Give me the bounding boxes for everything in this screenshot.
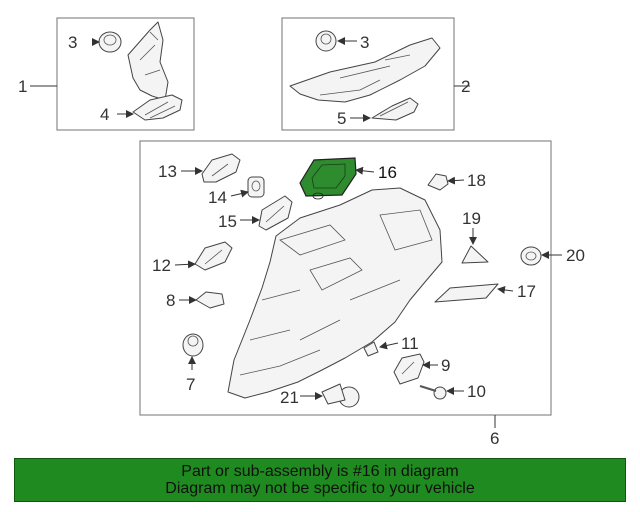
part-7-grommet [182,333,204,357]
part-6-quarter-trim-panel [227,187,443,399]
part-16-shape [299,157,357,197]
callout-1: 1 [18,77,27,96]
part-18-clip [427,173,449,191]
part-17-panel [434,283,499,303]
part-2-upper-trim-panel [289,37,441,103]
notice-banner: Part or sub-assembly is #16 in diagram D… [14,458,626,502]
callout-14: 14 [208,188,227,207]
assembly-box-6 [139,140,552,416]
part-19-cover [461,245,489,264]
part-3-grommet-right [315,30,337,52]
part-15-bezel [258,195,293,231]
callout-20: 20 [566,246,585,265]
callout-12: 12 [152,256,171,275]
part-14-switch [247,176,265,198]
callout-13: 13 [158,162,177,181]
part-13-vent-cover [201,153,241,183]
part-20-cap [520,246,542,266]
callout-9: 9 [441,356,450,375]
banner-line-2: Diagram may not be specific to your vehi… [165,480,475,497]
callout-5: 5 [337,109,346,128]
callout-labels: 3 1 4 3 2 5 16 13 14 15 12 8 7 18 19 20 … [18,33,585,448]
part-3-grommet-left [98,31,122,53]
banner-line-1: Part or sub-assembly is #16 in diagram [181,463,459,480]
callout-11: 11 [401,334,419,353]
part-1-bracket [127,21,169,101]
part-10-bolt [419,385,447,400]
callout-19: 19 [462,209,481,228]
subassembly-box-2 [281,17,455,131]
callout-6: 6 [490,429,499,448]
callout-18: 18 [467,171,486,190]
subassembly-box-1 [56,17,195,131]
callout-3-left: 3 [68,33,77,52]
part-4-trim-clip-left [132,94,183,121]
callout-21: 21 [280,388,299,407]
callout-2: 2 [461,77,470,96]
callout-15: 15 [218,212,237,231]
callout-16: 16 [378,163,397,182]
part-5-trim-clip-right [371,97,419,121]
callout-3-right: 3 [360,33,369,52]
part-16-highlighted-tray [299,157,357,200]
callout-10: 10 [467,382,486,401]
part-12-lamp [194,241,233,271]
callout-17: 17 [517,282,536,301]
part-21-clip [321,383,360,408]
callout-4: 4 [100,105,109,124]
callout-7: 7 [186,375,195,394]
leader-lines [30,37,562,428]
part-9-handle [393,353,425,385]
part-11-nut [363,341,379,357]
part-8-clip [195,291,225,309]
callout-8: 8 [166,291,175,310]
